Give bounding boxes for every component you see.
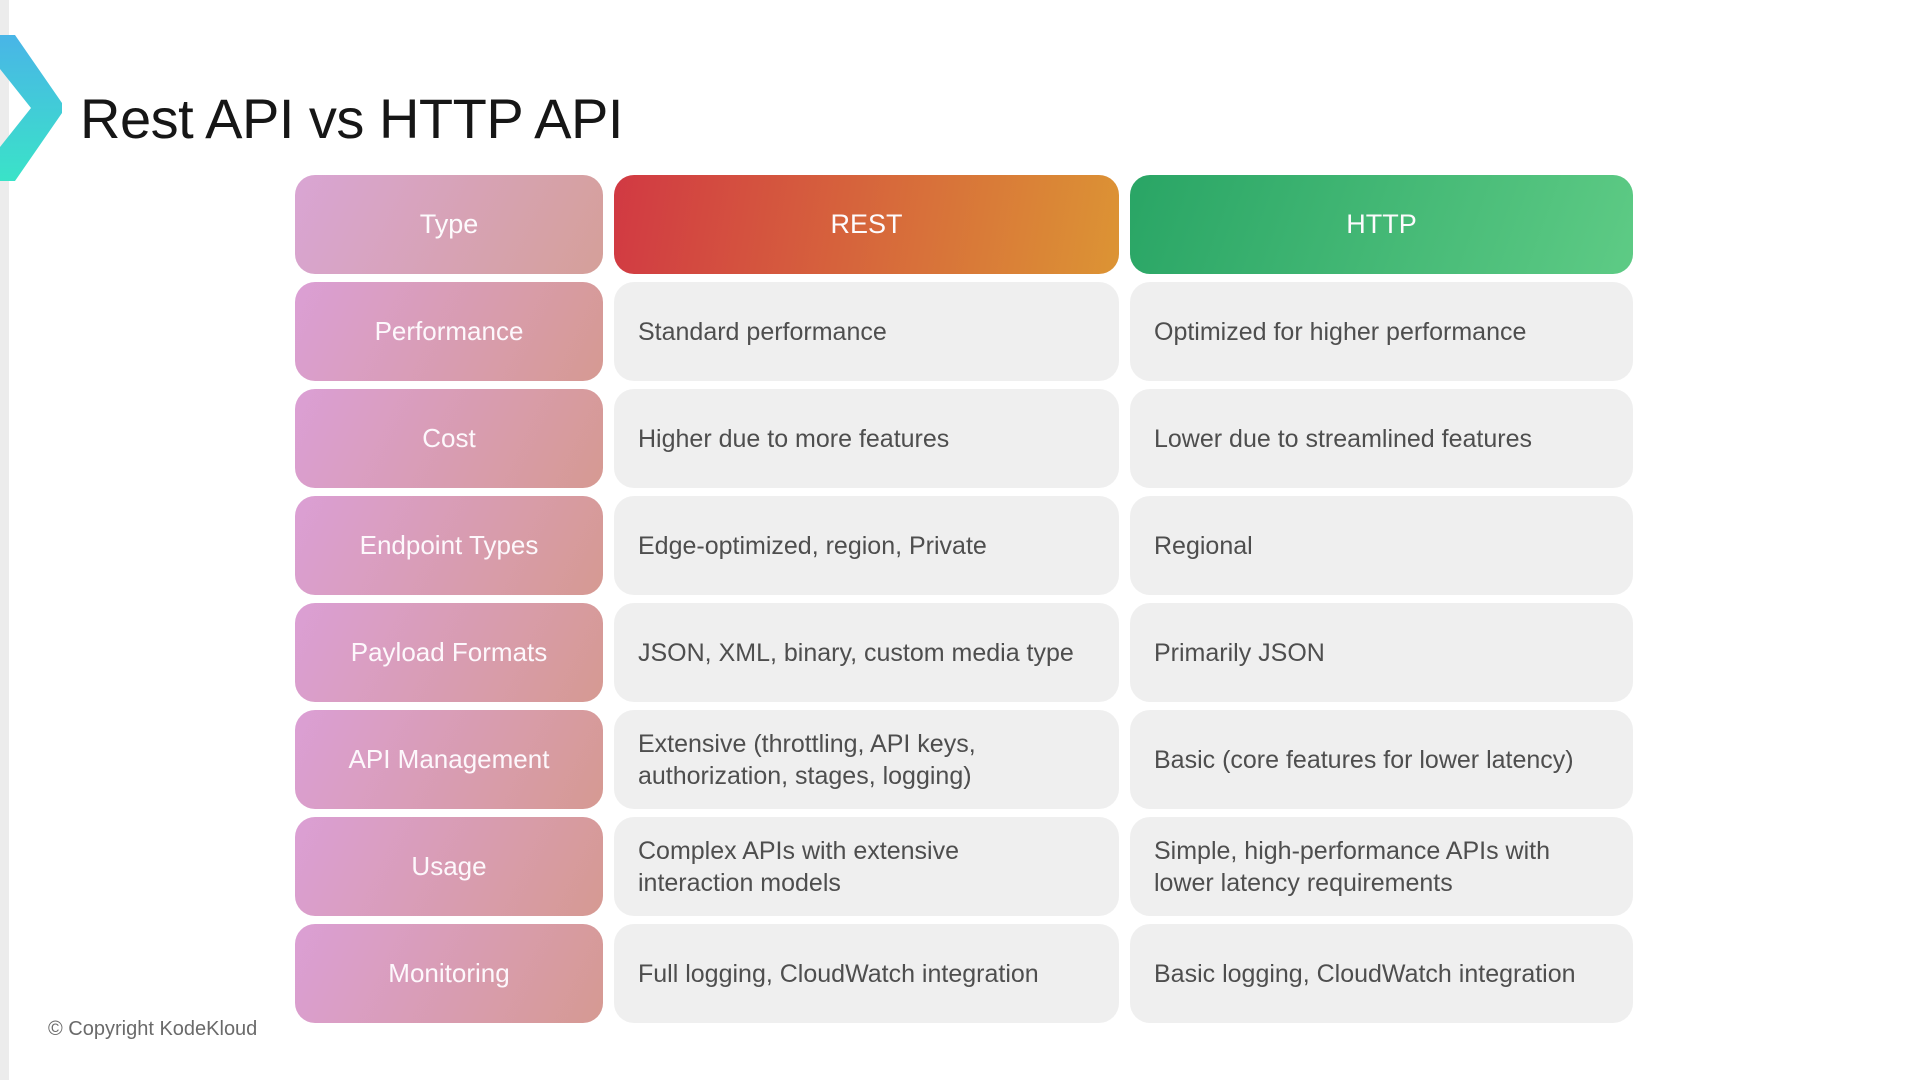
header-cell-type: Type (295, 175, 603, 274)
rest-cell-endpoint-types: Edge-optimized, region, Private (614, 496, 1119, 595)
http-cell-monitoring: Basic logging, CloudWatch integration (1130, 924, 1633, 1023)
rest-cell-api-management: Extensive (throttling, API keys, authori… (614, 710, 1119, 809)
rest-cell-usage: Complex APIs with extensive interaction … (614, 817, 1119, 916)
rest-cell-monitoring: Full logging, CloudWatch integration (614, 924, 1119, 1023)
http-cell-endpoint-types: Regional (1130, 496, 1633, 595)
row-label-monitoring: Monitoring (295, 924, 603, 1023)
row-label-api-management: API Management (295, 710, 603, 809)
rest-cell-payload-formats: JSON, XML, binary, custom media type (614, 603, 1119, 702)
row-label-performance: Performance (295, 282, 603, 381)
row-label-usage: Usage (295, 817, 603, 916)
copyright-text: © Copyright KodeKloud (48, 1018, 258, 1040)
kodekloud-chevron-icon (0, 35, 62, 181)
rest-cell-cost: Higher due to more features (614, 389, 1119, 488)
row-label-payload-formats: Payload Formats (295, 603, 603, 702)
http-cell-payload-formats: Primarily JSON (1130, 603, 1633, 702)
comparison-table: Type REST HTTP Performance Standard perf… (295, 175, 1633, 1023)
http-cell-api-management: Basic (core features for lower latency) (1130, 710, 1633, 809)
left-edge-strip (0, 0, 9, 1080)
http-cell-cost: Lower due to streamlined features (1130, 389, 1633, 488)
row-label-cost: Cost (295, 389, 603, 488)
page-title: Rest API vs HTTP API (80, 87, 623, 150)
rest-cell-performance: Standard performance (614, 282, 1119, 381)
row-label-endpoint-types: Endpoint Types (295, 496, 603, 595)
header-cell-http: HTTP (1130, 175, 1633, 274)
header-cell-rest: REST (614, 175, 1119, 274)
http-cell-performance: Optimized for higher performance (1130, 282, 1633, 381)
http-cell-usage: Simple, high-performance APIs with lower… (1130, 817, 1633, 916)
